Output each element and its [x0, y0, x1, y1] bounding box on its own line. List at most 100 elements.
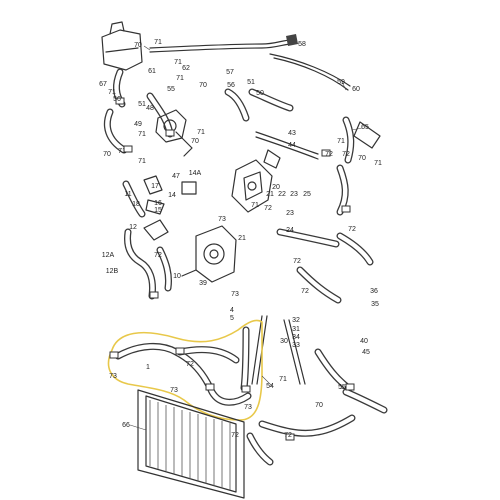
- callout-71: 71: [197, 129, 205, 136]
- callout-72: 72: [342, 151, 350, 158]
- callout-71: 71: [176, 75, 184, 82]
- coolant-pump: [181, 225, 237, 283]
- callout-71: 71: [279, 376, 287, 383]
- callout-1: 1: [146, 364, 150, 371]
- callout-67: 67: [99, 81, 107, 88]
- callout-23: 23: [290, 191, 298, 198]
- callout-72: 72: [186, 361, 194, 368]
- callout-16: 16: [154, 200, 162, 207]
- callout-71: 71: [174, 59, 182, 66]
- callout-30: 30: [280, 338, 288, 345]
- callout-66: 66: [122, 422, 130, 429]
- callout-71: 71: [337, 138, 345, 145]
- callout-21: 21: [266, 191, 274, 198]
- callout-61: 61: [148, 68, 156, 75]
- callout-70: 70: [103, 151, 111, 158]
- highlight-outline: [107, 319, 263, 421]
- callout-72: 72: [348, 226, 356, 233]
- callout-5: 5: [230, 315, 234, 322]
- callout-11: 11: [124, 191, 131, 198]
- callout-62: 62: [182, 65, 190, 72]
- callout-71: 71: [138, 131, 146, 138]
- callout-17: 17: [151, 183, 159, 190]
- callout-72: 72: [154, 252, 162, 259]
- callout-39: 39: [199, 280, 207, 287]
- callout-12: 12: [129, 224, 137, 231]
- callout-56: 56: [227, 82, 235, 89]
- callout-72: 72: [231, 432, 239, 439]
- callout-72: 72: [284, 432, 292, 439]
- hose-right-upper: [255, 116, 381, 216]
- coolant-flange-assembly: [231, 149, 281, 213]
- callout-47: 47: [172, 173, 180, 180]
- callout-31: 31: [292, 326, 300, 333]
- callout-32: 32: [292, 317, 300, 324]
- callout-15: 15: [154, 207, 162, 214]
- callout-43: 43: [288, 130, 296, 137]
- callout-33: 33: [292, 342, 300, 349]
- sensor-cluster-left: [122, 175, 197, 218]
- callout-71: 71: [118, 148, 126, 155]
- callout-34: 34: [292, 334, 300, 341]
- callout-23: 23: [286, 210, 294, 217]
- callout-73: 73: [109, 373, 117, 380]
- expansion-tank: [101, 21, 143, 71]
- hose-lower-right: [246, 414, 356, 466]
- callout-70: 70: [315, 402, 323, 409]
- hose-12-assembly: [124, 219, 172, 300]
- callout-72: 72: [301, 288, 309, 295]
- callout-58: 58: [298, 41, 306, 48]
- highlighted-hose-assembly: [107, 319, 263, 421]
- callout-49: 49: [134, 121, 142, 128]
- callout-73: 73: [231, 291, 239, 298]
- callout-35: 35: [371, 301, 379, 308]
- callout-71: 71: [108, 89, 116, 96]
- callout-70: 70: [191, 138, 199, 145]
- callout-71: 71: [154, 39, 162, 46]
- callout-14A: 14A: [189, 170, 202, 177]
- hose-clamps: [109, 97, 355, 441]
- callout-40: 40: [360, 338, 368, 345]
- callout-56: 56: [113, 96, 121, 103]
- hose-center-right: [276, 228, 388, 414]
- callout-65: 65: [361, 124, 369, 131]
- callout-21: 21: [238, 235, 246, 242]
- callout-72: 72: [325, 151, 333, 158]
- callout-70: 70: [358, 155, 366, 162]
- callout-25: 25: [303, 191, 311, 198]
- callout-18: 18: [132, 201, 140, 208]
- callout-51: 51: [247, 79, 255, 86]
- callout-45: 45: [362, 349, 370, 356]
- callout-51: 51: [138, 101, 146, 108]
- callout-71: 71: [374, 160, 382, 167]
- callout-10: 10: [173, 273, 181, 280]
- callout-72: 72: [293, 258, 301, 265]
- callout-36: 36: [370, 288, 378, 295]
- callout-24: 24: [286, 227, 294, 234]
- callout-71: 71: [138, 158, 146, 165]
- callout-71: 71: [251, 202, 259, 209]
- radiator: [137, 389, 245, 499]
- callout-59: 59: [337, 79, 345, 86]
- callout-50: 50: [256, 90, 264, 97]
- callout-60: 60: [352, 86, 360, 93]
- callout-22: 22: [278, 191, 286, 198]
- callout-73: 73: [244, 404, 252, 411]
- callout-20: 20: [272, 184, 280, 191]
- callout-73: 73: [170, 387, 178, 394]
- callout-55: 55: [338, 384, 346, 391]
- callout-72: 72: [264, 205, 272, 212]
- callout-70: 70: [199, 82, 207, 89]
- callout-44: 44: [288, 142, 296, 149]
- callout-12B: 12B: [106, 268, 119, 275]
- callout-12A: 12A: [102, 252, 115, 259]
- callout-54: 54: [266, 383, 274, 390]
- leader-lines: [129, 41, 363, 431]
- callout-4: 4: [230, 307, 234, 314]
- callout-48: 48: [146, 105, 154, 112]
- callout-14: 14: [168, 192, 176, 199]
- callout-57: 57: [226, 69, 234, 76]
